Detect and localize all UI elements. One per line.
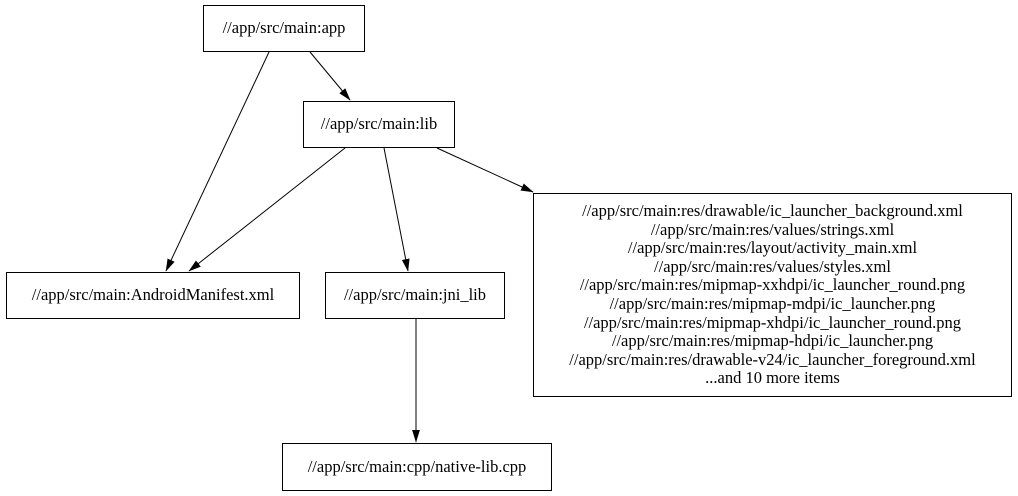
res-file-label: //app/src/main:res/mipmap-hdpi/ic_launch… <box>611 331 934 351</box>
res-file-label: //app/src/main:res/drawable/ic_launcher_… <box>582 201 963 221</box>
res-file-label: //app/src/main:res/values/strings.xml <box>650 219 895 239</box>
res-file-label: //app/src/main:res/values/styles.xml <box>654 256 891 276</box>
node-app-label: //app/src/main:app <box>222 18 346 38</box>
node-res-file-group: //app/src/main:res/drawable/ic_launcher_… <box>533 193 1012 397</box>
edge-app-to-lib <box>309 51 351 101</box>
edge-lib-to-jni-lib <box>383 147 410 272</box>
res-file-label: //app/src/main:res/mipmap-xxhdpi/ic_laun… <box>579 275 966 295</box>
node-jni-lib-label: //app/src/main:jni_lib <box>343 285 487 305</box>
node-android-manifest: //app/src/main:AndroidManifest.xml <box>6 272 300 319</box>
edge-lib-to-res <box>436 147 534 193</box>
res-more-items-label: ...and 10 more items <box>705 368 840 388</box>
res-file-label: //app/src/main:res/layout/activity_main.… <box>627 238 918 258</box>
edge-lib-to-manifest <box>188 147 346 272</box>
node-native-lib-cpp: //app/src/main:cpp/native-lib.cpp <box>282 443 552 491</box>
node-lib: //app/src/main:lib <box>303 101 455 148</box>
node-native-lib-cpp-label: //app/src/main:cpp/native-lib.cpp <box>307 456 527 476</box>
res-file-label: //app/src/main:res/mipmap-mdpi/ic_launch… <box>609 294 936 313</box>
node-jni-lib: //app/src/main:jni_lib <box>325 272 505 319</box>
edge-app-to-manifest <box>165 51 270 272</box>
res-file-label: //app/src/main:res/drawable-v24/ic_launc… <box>569 349 976 369</box>
res-file-label: //app/src/main:res/mipmap-xhdpi/ic_launc… <box>583 312 962 332</box>
node-app: //app/src/main:app <box>203 5 365 52</box>
node-lib-label: //app/src/main:lib <box>320 114 438 134</box>
node-android-manifest-label: //app/src/main:AndroidManifest.xml <box>31 285 275 305</box>
